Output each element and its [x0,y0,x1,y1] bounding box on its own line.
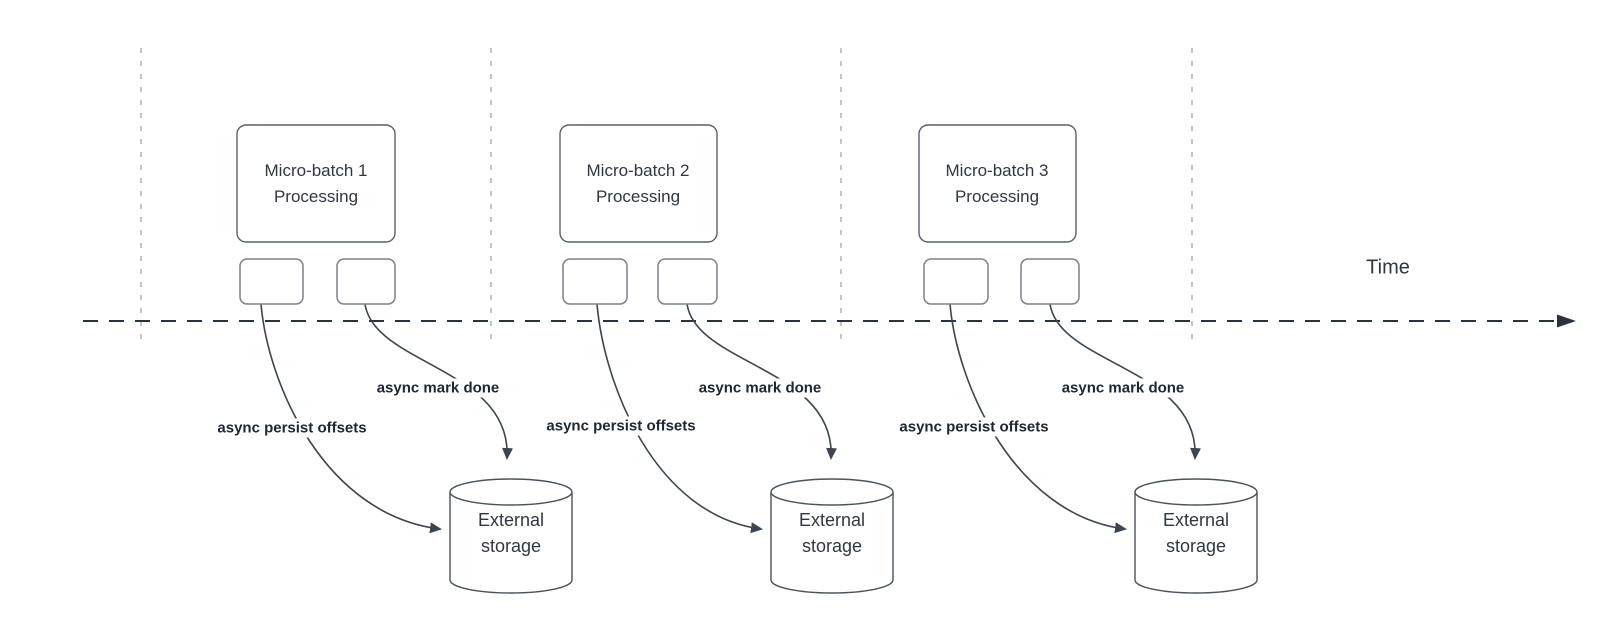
task-box-1-right [336,258,396,305]
storage-label-1-line2: storage [480,536,542,556]
storage-label-2: External storage [799,507,865,559]
micro-batch-label-2-line1: Micro-batch 2 [586,161,690,180]
micro-batch-label-1-line2: Processing [273,187,359,206]
task-box-3-left [923,258,989,305]
micro-batch-label-1-line1: Micro-batch 1 [264,161,368,180]
persist-offsets-label-1: async persist offsets [214,418,370,438]
persist-offsets-arrow-2 [596,303,763,534]
storage-label-1-line1: External [477,510,545,530]
micro-batch-box-3 [918,124,1077,243]
persist-offsets-label-2: async persist offsets [543,416,699,436]
task-box-3-right [1020,258,1080,305]
storage-cylinder-top-1 [449,478,573,506]
storage-label-3-line1: External [1162,510,1230,530]
mark-done-arrow-3 [1049,303,1202,460]
micro-batch-label-3: Micro-batch 3 Processing [946,158,1049,210]
storage-cylinder-body-2 [770,492,894,594]
storage-label-1: External storage [478,507,544,559]
persist-offsets-label-3: async persist offsets [896,417,1052,437]
storage-cylinder-top-3 [1134,478,1258,506]
storage-label-3-line2: storage [1165,536,1227,556]
task-box-2-left [562,258,628,305]
storage-cylinder-top-2 [770,478,894,506]
mark-done-label-3: async mark done [1058,378,1188,398]
micro-batch-label-1: Micro-batch 1 Processing [265,158,368,210]
persist-offsets-arrow-3 [949,303,1127,534]
micro-batch-label-3-line2: Processing [954,187,1040,206]
micro-batch-label-3-line1: Micro-batch 3 [945,161,1049,180]
storage-label-2-line1: External [798,510,866,530]
storage-cylinder-body-3 [1134,492,1258,594]
micro-batch-label-2-line2: Processing [595,187,681,206]
micro-batch-box-1 [236,124,396,243]
storage-label-3: External storage [1163,507,1229,559]
mark-done-arrow-2 [686,303,838,460]
mark-done-label-1: async mark done [373,378,503,398]
task-box-2-right [657,258,718,305]
task-box-1-left [239,258,304,305]
mark-done-arrow-1 [364,303,514,460]
storage-label-2-line2: storage [801,536,863,556]
persist-offsets-arrow-1 [260,303,442,534]
storage-cylinder-body-1 [449,492,573,594]
mark-done-label-2: async mark done [695,378,825,398]
micro-batch-box-2 [559,124,718,243]
time-axis-label: Time [1366,256,1410,279]
micro-batch-label-2: Micro-batch 2 Processing [587,158,690,210]
